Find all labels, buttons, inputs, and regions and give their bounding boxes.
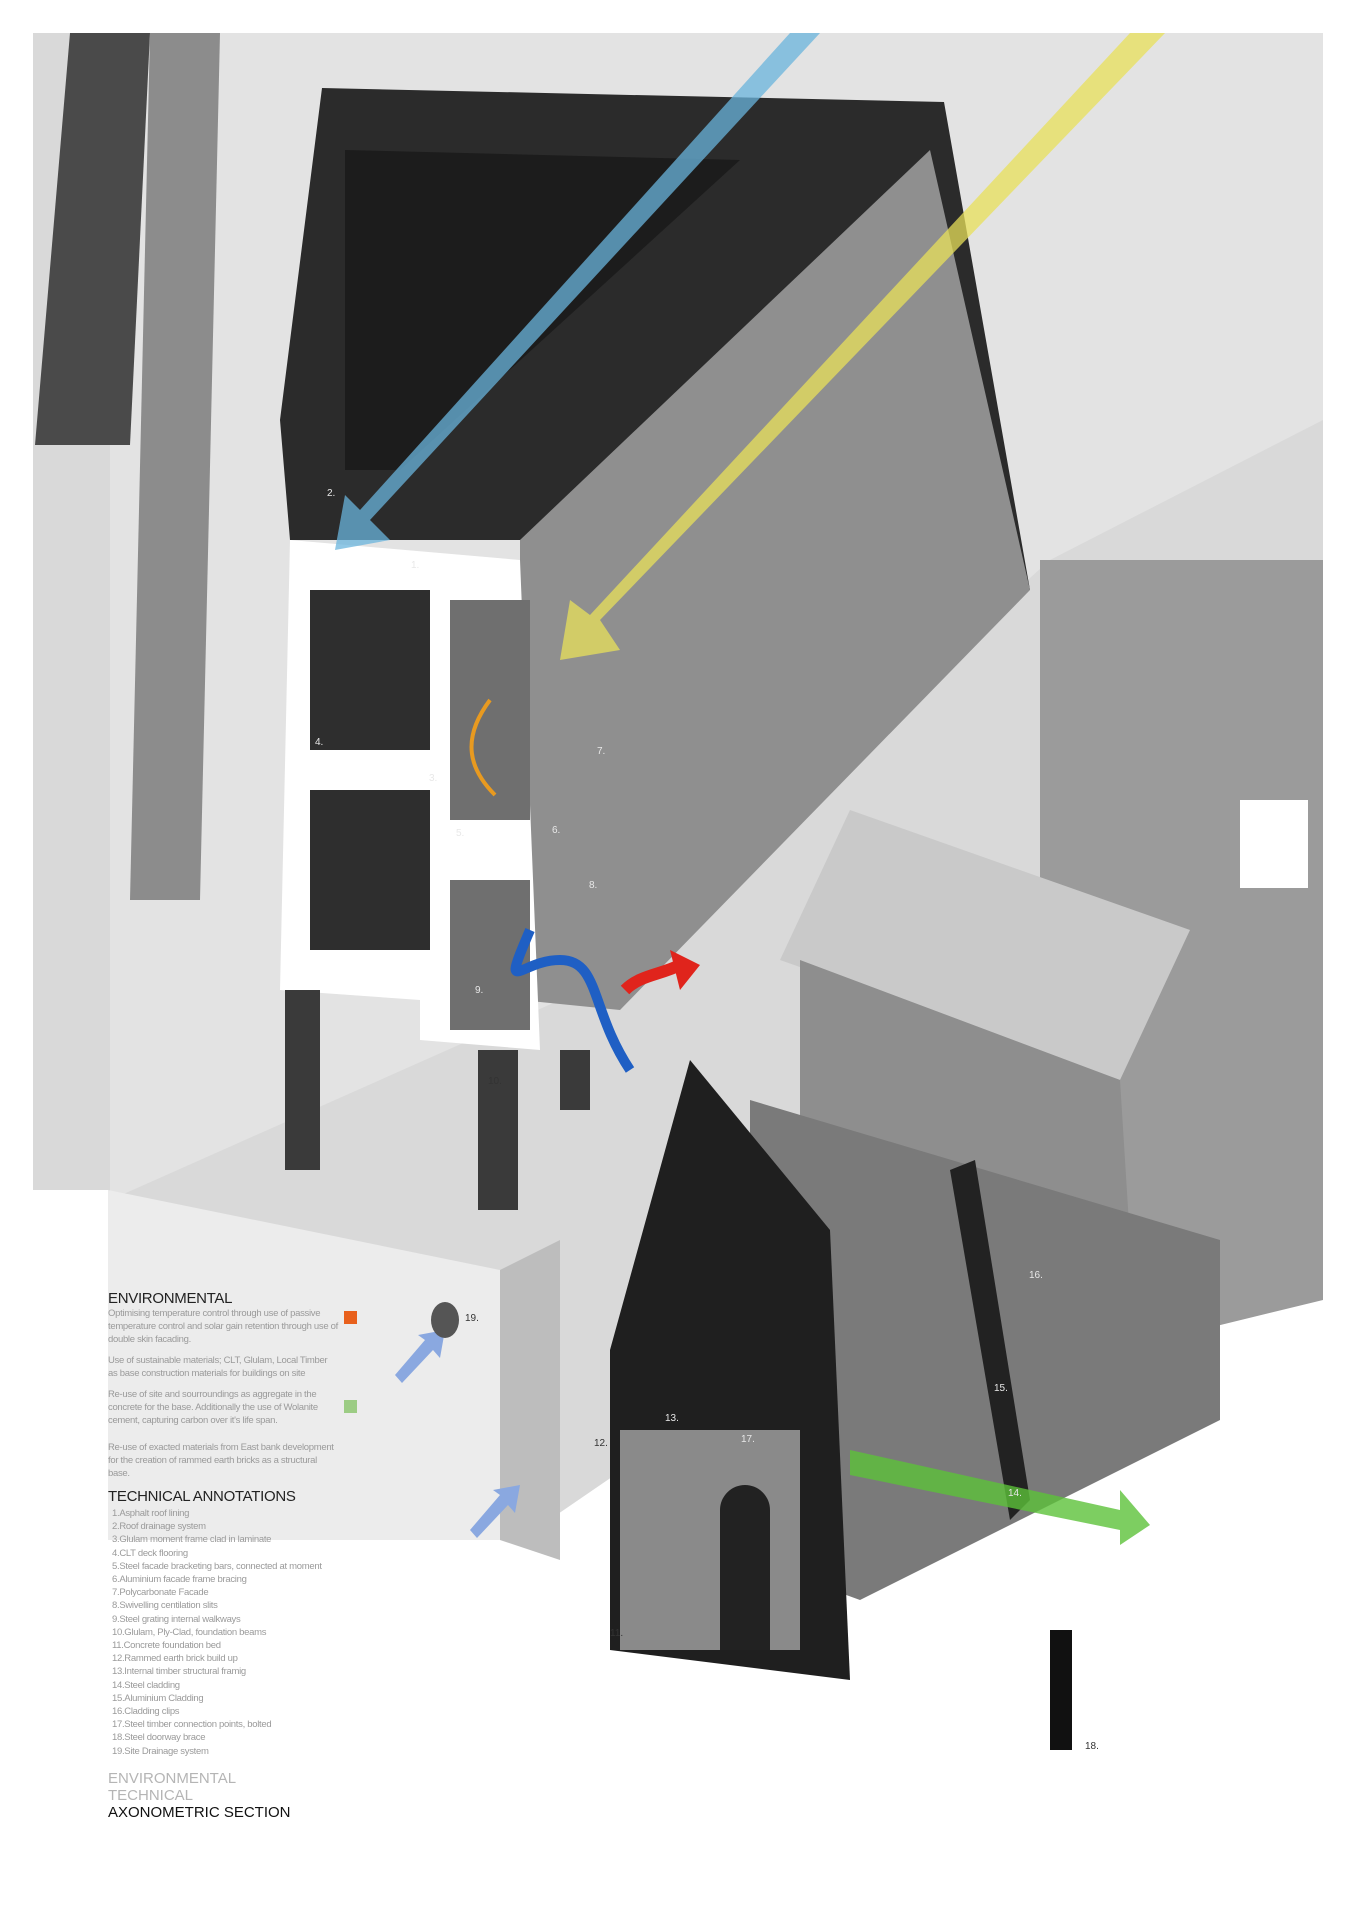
steel-cladding-blade <box>950 1160 1030 1520</box>
rain-arrow <box>335 33 820 550</box>
callout-3: 3. <box>429 773 438 784</box>
legend-swatch-orange <box>344 1311 357 1324</box>
column-2 <box>478 1050 518 1210</box>
callout-17: 17. <box>741 1434 755 1445</box>
environmental-item: Re-use of exacted materials from East ba… <box>108 1442 334 1479</box>
legend-swatch-green <box>344 1400 357 1413</box>
environmental-heading: ENVIRONMENTAL <box>108 1290 233 1307</box>
technical-item: 2.Roof drainage system <box>112 1521 206 1533</box>
callout-13: 13. <box>665 1413 679 1424</box>
callout-11: 11. <box>610 1628 624 1639</box>
callout-2: 2. <box>327 488 336 499</box>
timber-box <box>800 960 1130 1240</box>
tower-brick-face <box>620 1430 800 1650</box>
title-line-1: ENVIRONMENTAL <box>108 1769 237 1787</box>
callout-8: 8. <box>589 880 598 891</box>
callout-18: 18. <box>1085 1741 1099 1752</box>
callout-9: 9. <box>475 985 484 996</box>
callout-19: 19. <box>465 1313 479 1324</box>
steel-doorway-brace <box>1050 1630 1072 1750</box>
technical-item: 7.Polycarbonate Facade <box>112 1587 209 1599</box>
callout-4: 4. <box>315 737 324 748</box>
neighbour-grey-strip <box>130 33 220 900</box>
technical-item: 12.Rammed earth brick build up <box>112 1653 238 1665</box>
callout-12: 12. <box>594 1438 608 1449</box>
floor-void-2 <box>310 790 430 950</box>
floor-void-1 <box>310 590 430 750</box>
site-drainage-pipe <box>431 1302 459 1338</box>
technical-item: 4.CLT deck flooring <box>112 1547 188 1559</box>
technical-item: 10.Glulam, Ply-Clad, foundation beams <box>112 1626 267 1638</box>
callout-14: 14. <box>1008 1488 1022 1499</box>
technical-item: 6.Aluminium facade frame bracing <box>112 1574 247 1586</box>
polycarbonate-facade <box>520 150 1030 1010</box>
technical-item: 1.Asphalt roof lining <box>112 1508 190 1519</box>
callout-10: 10. <box>488 1076 502 1087</box>
callout-16: 16. <box>1029 1270 1043 1281</box>
callout-6: 6. <box>552 825 561 836</box>
drainage-arrow-1 <box>395 1330 445 1383</box>
warm-air-arrow <box>469 698 497 797</box>
technical-item: 8.Swivelling centilation slits <box>112 1600 218 1612</box>
flow-arrow <box>850 1450 1150 1545</box>
sun-arrow <box>560 33 1165 660</box>
technical-heading: TECHNICAL ANNOTATIONS <box>108 1488 296 1505</box>
tower-arched-door <box>720 1485 770 1650</box>
environmental-item: Re-use of site and sourroundings as aggr… <box>108 1389 318 1426</box>
technical-item: 3.Glulam moment frame clad in laminate <box>112 1534 272 1546</box>
legend-panel: ENVIRONMENTAL Optimising temperature con… <box>108 1290 378 1821</box>
timber-roof-slats <box>780 810 1190 1080</box>
title-line-2: TECHNICAL <box>108 1786 194 1804</box>
technical-item: 11.Concrete foundation bed <box>112 1640 221 1652</box>
sheet-title: ENVIRONMENTAL TECHNICAL AXONOMETRIC SECT… <box>108 1770 378 1821</box>
air-in-arrow <box>510 928 635 1073</box>
ground-edge-grey <box>500 1240 560 1560</box>
title-line-3: AXONOMETRIC SECTION <box>108 1803 291 1821</box>
technical-item: 19.Site Drainage system <box>112 1745 209 1757</box>
callout-7: 7. <box>597 746 606 757</box>
callout-1: 1. <box>411 560 420 571</box>
technical-item: 5.Steel facade bracketing bars, connecte… <box>112 1560 322 1572</box>
air-out-arrow-head <box>670 950 700 990</box>
technical-item: 16.Cladding clips <box>112 1706 180 1718</box>
technical-item: 13.Internal timber structural framig <box>112 1666 246 1678</box>
technical-item: 15.Aluminium Cladding <box>112 1692 204 1704</box>
technical-item: 18.Steel doorway brace <box>112 1732 206 1744</box>
column-3 <box>560 1050 590 1110</box>
rear-window <box>1240 800 1308 888</box>
drainage-arrow-2 <box>470 1485 520 1538</box>
technical-list: 1.Asphalt roof lining 2.Roof drainage sy… <box>112 1507 378 1758</box>
environmental-item: Use of sustainable materials; CLT, Glula… <box>108 1355 328 1379</box>
technical-item: 17.Steel timber connection points, bolte… <box>112 1719 272 1731</box>
neighbour-dark-strip <box>35 33 150 445</box>
environmental-item: Optimising temperature control through u… <box>108 1308 338 1345</box>
walkway-1 <box>450 600 530 820</box>
callout-5: 5. <box>456 828 465 839</box>
technical-item: 9.Steel grating internal walkways <box>112 1613 241 1625</box>
ground-slab <box>108 1190 500 1540</box>
technical-item: 14.Steel cladding <box>112 1679 180 1691</box>
callout-15: 15. <box>994 1383 1008 1394</box>
column-1 <box>285 990 320 1170</box>
